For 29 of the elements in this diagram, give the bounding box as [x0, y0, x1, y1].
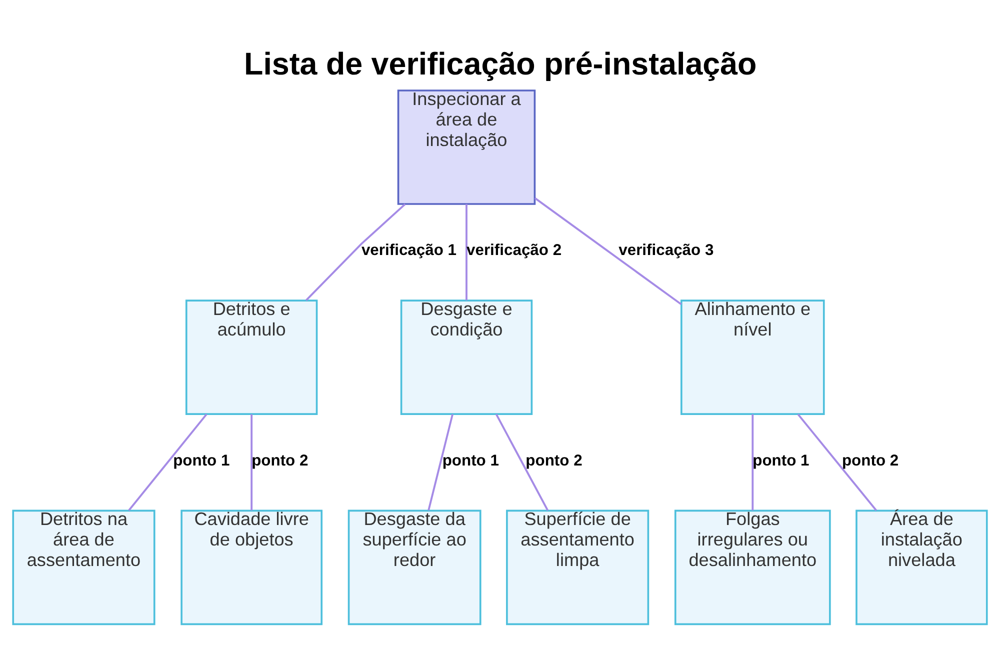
node-box: Inspecionar a área de instalação [397, 89, 536, 204]
node-box: Detritos na área de assentamento [12, 509, 156, 625]
edge-label: verificação 1 [361, 242, 457, 259]
edge-label: ponto 2 [526, 452, 582, 469]
connector [495, 413, 549, 510]
connector [128, 413, 208, 511]
node-box: Desgaste da superfície ao redor [348, 509, 482, 625]
connector [306, 203, 406, 300]
connector [250, 414, 253, 510]
node-box: Detritos e acúmulo [185, 299, 318, 414]
connector [466, 204, 468, 300]
node-box: Folgas irregulares ou desalinhamento [674, 509, 831, 625]
edge-label: ponto 2 [252, 452, 308, 469]
edge-label: verificação 3 [618, 242, 714, 259]
edge-label: ponto 1 [442, 452, 499, 469]
connector [534, 196, 682, 305]
node-box: Desgaste e condição [400, 299, 533, 414]
node-box: Superfície de assentamento limpa [506, 509, 650, 625]
connector [752, 414, 754, 510]
edge-label: verificação 2 [466, 242, 562, 259]
node-box: Cavidade livre de objetos [180, 509, 323, 625]
connector [428, 413, 454, 510]
connector [797, 413, 877, 511]
edge-label: ponto 2 [842, 452, 899, 469]
edge-label: ponto 1 [752, 452, 810, 469]
node-box: Área de instalação nivelada [856, 509, 988, 625]
edge-label: ponto 1 [173, 452, 230, 469]
node-box: Alinhamento e nível [680, 299, 825, 414]
diagram-title: Lista de verificação pré-instalação [244, 46, 757, 82]
